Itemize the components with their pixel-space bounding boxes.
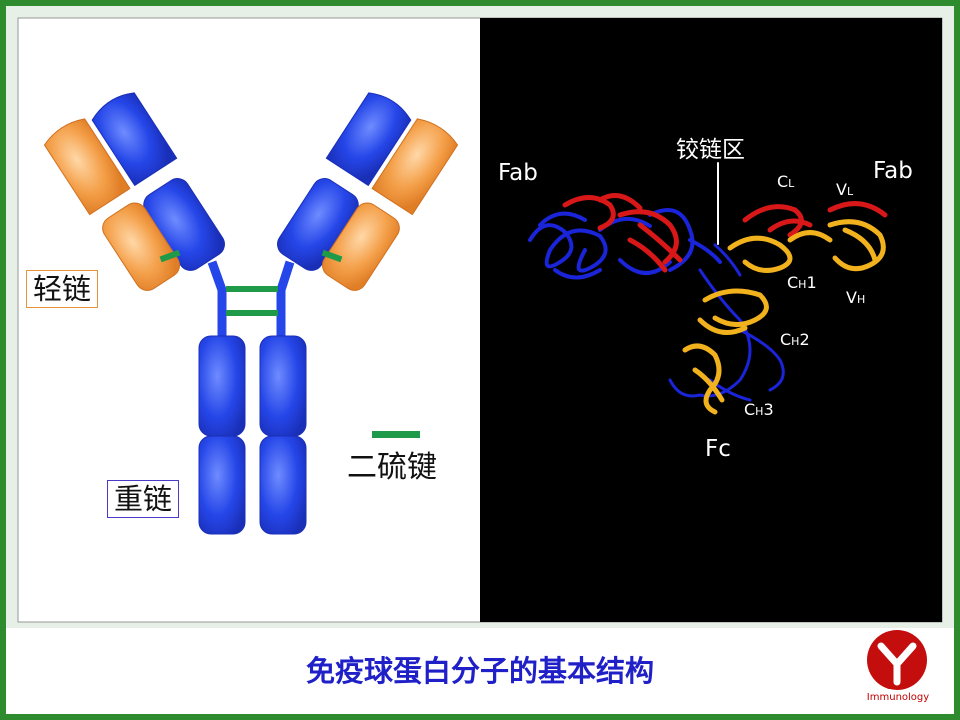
caption-bar: [6, 628, 954, 714]
slide-caption: 免疫球蛋白分子的基本结构: [305, 654, 654, 688]
light-chain-variable-domain: [371, 118, 459, 216]
structure-panel: [480, 18, 942, 622]
fab-left-label: Fab: [498, 160, 538, 186]
ribbon-structure: [528, 162, 888, 415]
disulfide-legend-swatch: [372, 431, 420, 438]
light-chain-domain: [322, 202, 400, 291]
heavy-chain-domain: [259, 335, 307, 437]
heavy-chain-variable-domain: [91, 92, 178, 187]
light-chain-domain: [102, 202, 180, 291]
logo-text: Immunology: [866, 692, 930, 703]
disulfide-bond: [321, 249, 343, 263]
hinge-region-label: 铰链区: [676, 137, 745, 163]
fc-label: Fc: [705, 436, 731, 462]
light-chain-label: 轻链: [26, 270, 99, 308]
disulfide-bond: [159, 249, 181, 263]
disulfide-bond: [226, 286, 278, 292]
vl-label: VL: [836, 180, 854, 199]
light-chain-variable-domain: [43, 118, 131, 216]
heavy-chain-domain: [198, 335, 246, 437]
heavy-chain-domain: [259, 435, 307, 535]
cl-label: CL: [777, 172, 795, 191]
heavy-chain-hinge-right: [276, 260, 295, 340]
heavy-chain-variable-domain: [325, 92, 412, 187]
heavy-chain-label: 重链: [107, 480, 180, 518]
ch3-label: CH3: [744, 400, 774, 419]
ch2-label: CH2: [780, 330, 810, 349]
disulfide-bond: [226, 310, 278, 316]
ch1-label: CH1: [787, 273, 817, 292]
heavy-chain-domain: [198, 435, 246, 535]
immunology-logo: [867, 630, 927, 690]
vh-label: VH: [846, 288, 866, 307]
antibody-diagram: [43, 92, 459, 535]
fab-right-label: Fab: [873, 158, 913, 184]
disulfide-bond-label: 二硫键: [347, 450, 437, 485]
heavy-chain-hinge-left: [207, 260, 227, 340]
